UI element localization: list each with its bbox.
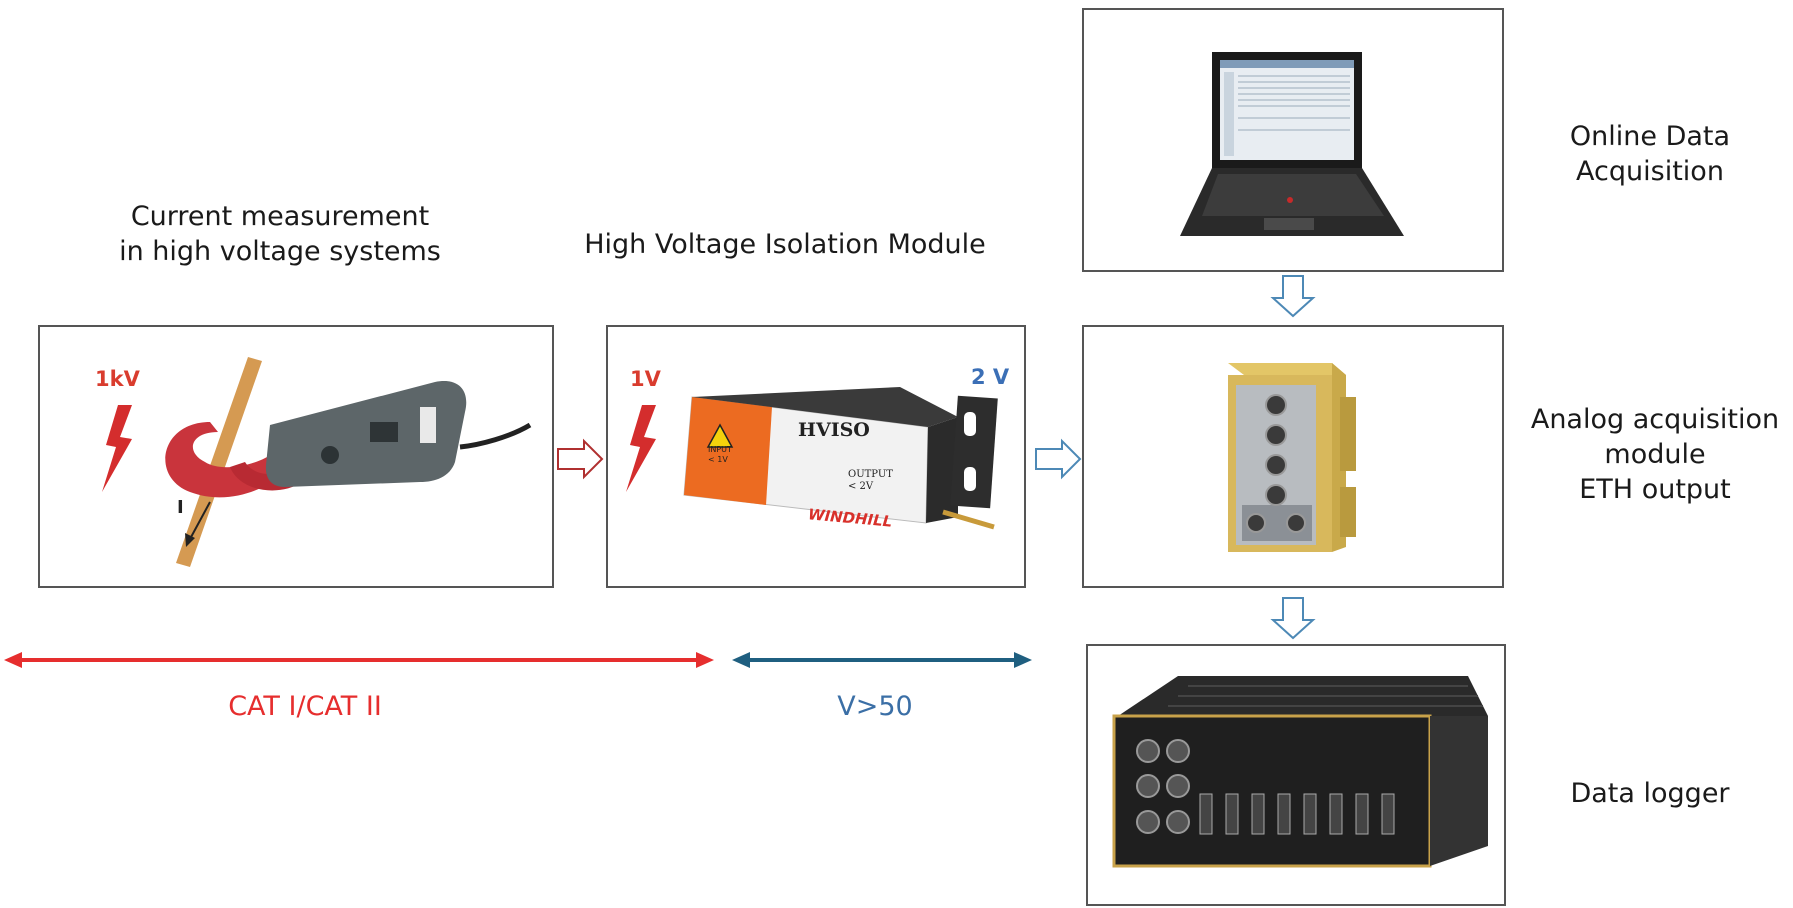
analog-module-illustration: [1228, 363, 1356, 552]
clamp-meter-panel: 1kV I: [38, 325, 554, 588]
input-voltage-label: 1V: [630, 367, 661, 391]
flow-arrow-1: [557, 438, 604, 480]
lightning-bolt-icon: [626, 405, 656, 492]
clamp-voltage-label: 1kV: [95, 367, 140, 391]
analog-module-panel: [1082, 325, 1504, 588]
lightning-bolt-icon: [102, 405, 132, 492]
clamp-body: [265, 381, 467, 487]
analog-module-label: Analog acquisition module ETH output: [1530, 404, 1780, 505]
data-logger-illustration: [1112, 676, 1488, 868]
device-name: HVISO: [798, 419, 870, 441]
isolation-device-illustration: [626, 387, 998, 530]
flow-arrow-2: [1035, 438, 1082, 480]
data-logger-label: Data logger: [1570, 778, 1730, 809]
online-data-acquisition-label: Online Data Acquisition: [1569, 121, 1731, 187]
device-input-text: INPUT < 1V: [708, 445, 732, 464]
current-symbol: I: [177, 497, 184, 518]
voltage-span-arrow: [732, 652, 1032, 668]
flow-arrow-down-2: [1270, 597, 1316, 640]
voltage-span-label: V>50: [837, 691, 913, 722]
flow-arrow-down-1: [1270, 275, 1316, 318]
data-logger-panel: [1086, 644, 1506, 906]
clamp-caption: Current measurement in high voltage syst…: [119, 201, 441, 267]
laptop-illustration: [1180, 52, 1404, 236]
isolation-caption: High Voltage Isolation Module: [584, 229, 986, 260]
laptop-panel: [1082, 8, 1504, 272]
conductor-cable: [176, 357, 262, 567]
output-voltage-label: 2 V: [971, 365, 1010, 389]
isolation-module-panel: 1V 2 V HVISO INPUT < 1V OUTPUT < 2V WIND…: [606, 325, 1026, 588]
cat-span-label: CAT I/CAT II: [228, 691, 382, 722]
device-output-text: OUTPUT < 2V: [848, 469, 893, 492]
cat-span-arrow: [4, 652, 714, 668]
clamp-meter-illustration: [102, 357, 532, 567]
